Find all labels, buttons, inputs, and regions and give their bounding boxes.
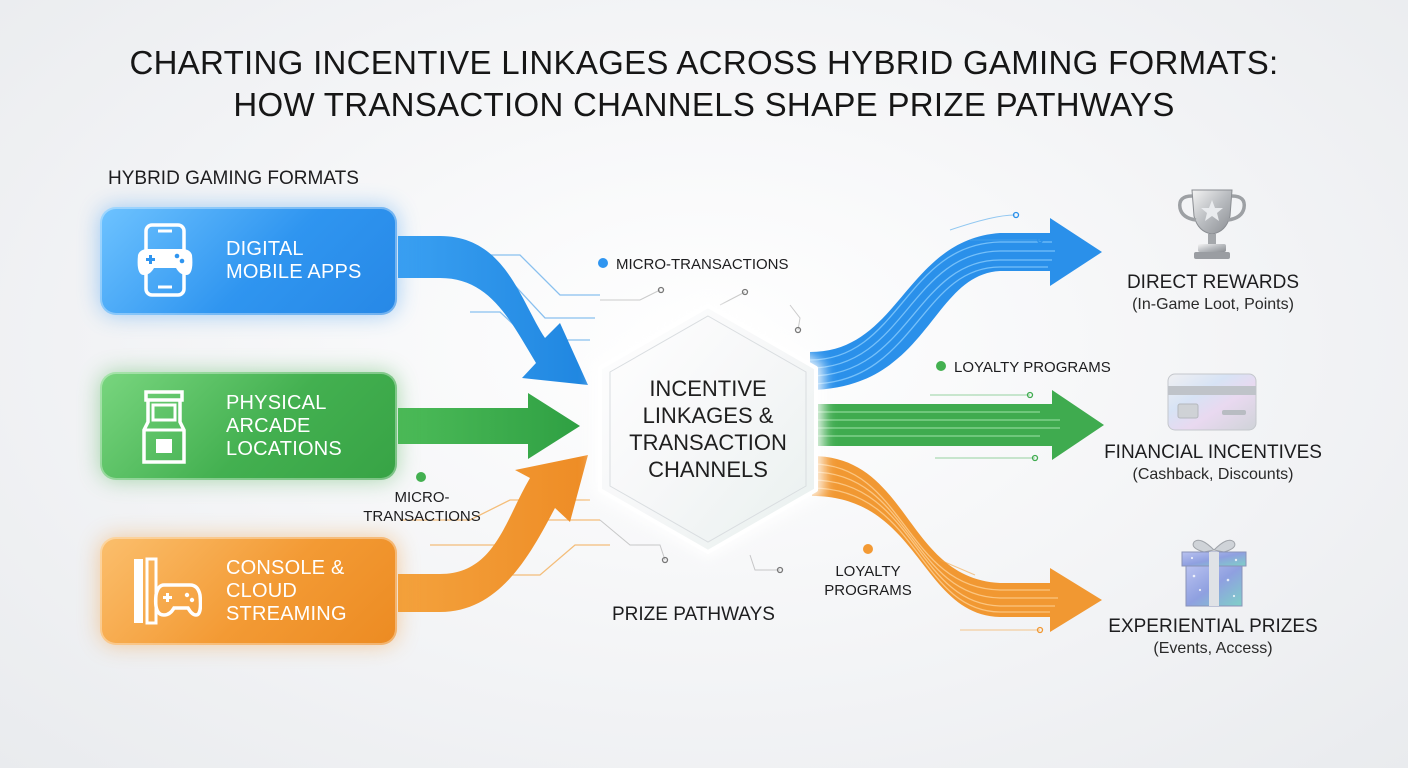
source-label-line-2: MOBILE APPS bbox=[226, 261, 362, 283]
hub-label-line-1: INCENTIVE bbox=[649, 376, 767, 401]
orange-dot-icon bbox=[863, 544, 873, 554]
sources-heading: HYBRID GAMING FORMATS bbox=[108, 168, 359, 189]
outcome-subtitle: (Cashback, Discounts) bbox=[1132, 466, 1294, 483]
channel-text: MICRO-TRANSACTIONS bbox=[616, 256, 789, 273]
hub-label-line-2: LINKAGES & bbox=[642, 403, 774, 428]
source-label-line-3: STREAMING bbox=[226, 602, 347, 625]
blue-dot-icon bbox=[598, 258, 608, 268]
prize-pathways-label: PRIZE PATHWAYS bbox=[612, 604, 775, 625]
hub-label-line-3: TRANSACTION bbox=[629, 430, 787, 455]
outcome-direct-rewards: DIRECT REWARDS (In-Game Loot, Points) bbox=[1083, 272, 1343, 316]
source-label-line-3: LOCATIONS bbox=[226, 437, 342, 460]
channel-label-loyalty-programs-right: LOYALTY PROGRAMS bbox=[936, 358, 1111, 377]
arrow-out-financial-incentives bbox=[814, 390, 1104, 460]
green-dot-icon bbox=[416, 472, 426, 482]
outcome-experiential-prizes: EXPERIENTIAL PRIZES (Events, Access) bbox=[1083, 616, 1343, 660]
outcome-title: DIRECT REWARDS bbox=[1126, 272, 1300, 293]
title-line-1: CHARTING INCENTIVE LINKAGES ACROSS HYBRI… bbox=[129, 44, 1279, 81]
circuit-nodes bbox=[657, 211, 1044, 634]
hub-hexagon bbox=[598, 304, 818, 554]
source-label-line-1: PHYSICAL bbox=[226, 391, 327, 414]
outcome-financial-incentives: FINANCIAL INCENTIVES (Cashback, Discount… bbox=[1083, 442, 1343, 486]
gift-box-icon bbox=[1181, 539, 1247, 607]
source-label-line-1: CONSOLE & bbox=[226, 556, 345, 579]
source-label-line-1: DIGITAL bbox=[226, 238, 304, 260]
source-card-physical-arcade-locations: PHYSICAL ARCADE LOCATIONS bbox=[100, 372, 397, 480]
source-label-line-2: ARCADE bbox=[226, 414, 311, 437]
page-title: CHARTING INCENTIVE LINKAGES ACROSS HYBRI… bbox=[0, 42, 1408, 126]
channel-label-micro-transactions-top: MICRO-TRANSACTIONS bbox=[598, 255, 789, 274]
channel-text: LOYALTY PROGRAMS bbox=[954, 359, 1111, 376]
source-card-console-cloud-streaming: CONSOLE & CLOUD STREAMING bbox=[100, 537, 397, 645]
title-line-2: HOW TRANSACTION CHANNELS SHAPE PRIZE PAT… bbox=[233, 86, 1175, 123]
outcome-title: FINANCIAL INCENTIVES bbox=[1104, 442, 1322, 463]
mobile-gamepad-icon bbox=[137, 223, 193, 297]
arrow-out-experiential-prizes bbox=[811, 456, 1102, 632]
channel-label-loyalty-programs-bottom: LOYALTY PROGRAMS bbox=[810, 562, 926, 600]
channel-text-line-1: MICRO- bbox=[394, 489, 450, 506]
credit-card-icon bbox=[1167, 373, 1257, 431]
hub-label-line-4: CHANNELS bbox=[648, 457, 768, 482]
channel-text-line-2: TRANSACTIONS bbox=[363, 508, 481, 525]
green-dot-icon bbox=[936, 361, 946, 371]
arrow-in-arcade bbox=[398, 393, 580, 459]
channel-text-line-2: PROGRAMS bbox=[824, 582, 912, 599]
source-card-digital-mobile-apps: DIGITAL MOBILE APPS bbox=[100, 207, 397, 315]
outcome-title: EXPERIENTIAL PRIZES bbox=[1108, 616, 1318, 637]
source-label-line-2: CLOUD bbox=[226, 579, 298, 602]
outcome-subtitle: (In-Game Loot, Points) bbox=[1132, 296, 1294, 313]
trophy-icon bbox=[1178, 189, 1246, 259]
arrow-out-direct-rewards bbox=[809, 214, 1102, 390]
channel-text-line-1: LOYALTY bbox=[835, 563, 901, 580]
hub-label: INCENTIVE LINKAGES & TRANSACTION CHANNEL… bbox=[610, 375, 806, 483]
arrow-in-digital bbox=[398, 236, 588, 385]
outcome-subtitle: (Events, Access) bbox=[1153, 640, 1273, 657]
arrow-in-console bbox=[398, 455, 588, 612]
arcade-cabinet-icon bbox=[142, 390, 186, 464]
console-controller-icon bbox=[134, 557, 202, 625]
channel-label-micro-transactions-left: MICRO- TRANSACTIONS bbox=[358, 488, 486, 526]
